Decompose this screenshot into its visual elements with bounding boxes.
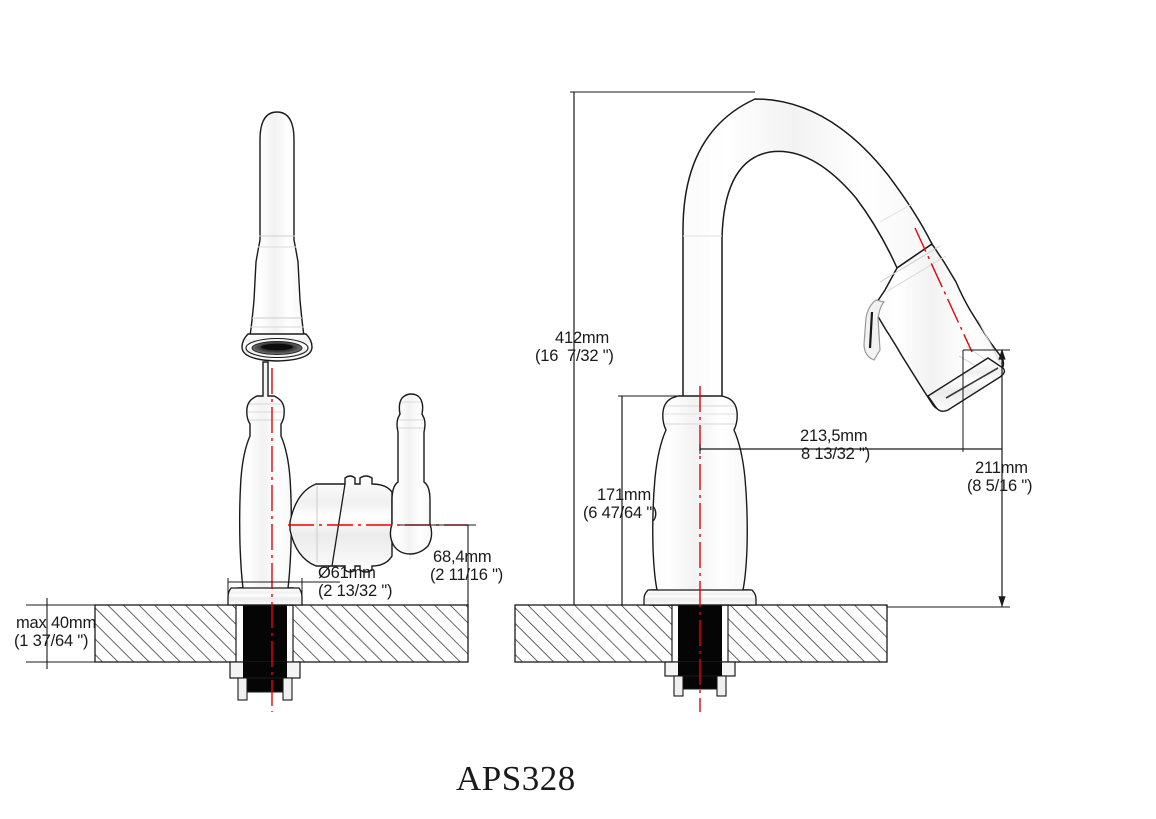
spray-head-side	[863, 242, 1006, 413]
dim-spout-reach-mm: 213,5mm	[800, 427, 867, 445]
dim-counter-thickness-inch: (1 37/64 ")	[14, 632, 88, 650]
dimension-spout-height: 211mm (8 5/16 ")	[887, 348, 1033, 608]
dimension-handle-height: 68,4mm (2 11/16 ")	[400, 524, 503, 605]
mounting-hardware-front	[229, 604, 301, 701]
gooseneck-spout-side	[682, 98, 933, 401]
dim-counter-thickness-mm: max 40mm	[16, 614, 96, 632]
dim-body-height-mm: 171mm	[597, 486, 651, 504]
handle-assembly-front	[289, 393, 433, 573]
dimension-spout-reach: 213,5mm 8 13/32 ")	[699, 427, 1002, 463]
dimension-base-diameter: Ø61mm (2 13/32 ")	[227, 564, 392, 600]
dimension-body-height: 171mm (6 47/64 ")	[583, 395, 678, 605]
faucet-body-front	[237, 361, 294, 606]
dim-base-diameter-inch: (2 13/32 ")	[318, 582, 392, 600]
spray-head-front	[241, 111, 313, 362]
dim-base-diameter-mm: Ø61mm	[318, 564, 376, 582]
dim-body-height-inch: (6 47/64 ")	[583, 504, 657, 522]
centerline-sprayhead-side	[914, 227, 973, 353]
dimension-counter-thickness: max 40mm (1 37/64 ")	[14, 598, 96, 669]
deck-flange-front	[227, 587, 303, 606]
dim-handle-height-inch: (2 11/16 ")	[430, 566, 503, 584]
dim-overall-height-mm: 412mm	[555, 329, 609, 347]
dim-spout-height-mm: 211mm	[975, 459, 1028, 477]
dim-overall-height-inch: (16 7/32 ")	[535, 347, 614, 365]
dim-spout-reach-inch: 8 13/32 ")	[801, 445, 870, 463]
dimension-overall-height: 412mm (16 7/32 ")	[535, 91, 755, 605]
dim-handle-height-mm: 68,4mm	[433, 548, 491, 566]
side-view: 412mm (16 7/32 ") 171mm (6 47/64 ") 213,…	[514, 91, 1033, 712]
drawing-title: APS328	[456, 759, 576, 798]
front-view: max 40mm (1 37/64 ") Ø61mm (2 13/32 ") 6…	[14, 111, 503, 712]
dim-spout-height-inch: (8 5/16 ")	[967, 477, 1032, 495]
